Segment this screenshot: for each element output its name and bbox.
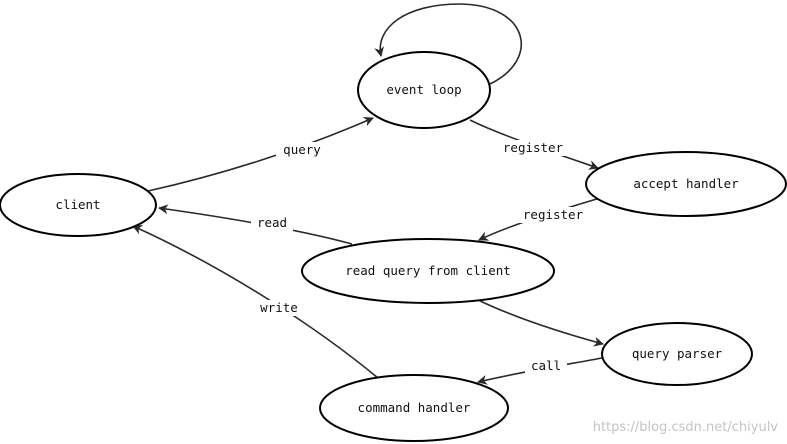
edge-client-to-event-loop: query xyxy=(147,117,374,192)
node-command-handler-label: command handler xyxy=(358,400,471,415)
node-client-label: client xyxy=(55,197,100,212)
edge-read-query-to-query-parser xyxy=(477,299,604,347)
node-event-loop-label: event loop xyxy=(386,82,461,97)
edge-label-read: read xyxy=(257,215,287,230)
edge-event-loop-to-accept-handler: register xyxy=(469,119,599,170)
node-event-loop: event loop xyxy=(357,51,491,129)
node-accept-handler-label: accept handler xyxy=(633,176,739,191)
edge-label-call: call xyxy=(531,358,561,373)
edge-read-query-to-client: read xyxy=(158,204,353,245)
edge-self-loop xyxy=(374,3,523,85)
edge-query-parser-to-command-handler: call xyxy=(477,357,603,385)
edge-label-write: write xyxy=(260,300,298,315)
edge-accept-handler-to-read-query: register xyxy=(478,197,601,241)
edge-label-register-1: register xyxy=(503,140,564,155)
node-query-parser: query parser xyxy=(601,322,753,386)
watermark-text: https://blog.csdn.net/chiyulv xyxy=(593,420,779,435)
node-read-query-label: read query from client xyxy=(345,263,511,278)
edge-command-handler-to-client: write xyxy=(132,225,379,379)
edge-label-register-2: register xyxy=(523,207,584,222)
node-read-query-from-client: read query from client xyxy=(301,238,555,304)
node-client: client xyxy=(0,173,157,237)
edge-label-query: query xyxy=(283,142,321,157)
node-command-handler: command handler xyxy=(319,374,509,442)
node-query-parser-label: query parser xyxy=(632,346,723,361)
node-accept-handler: accept handler xyxy=(585,151,787,217)
